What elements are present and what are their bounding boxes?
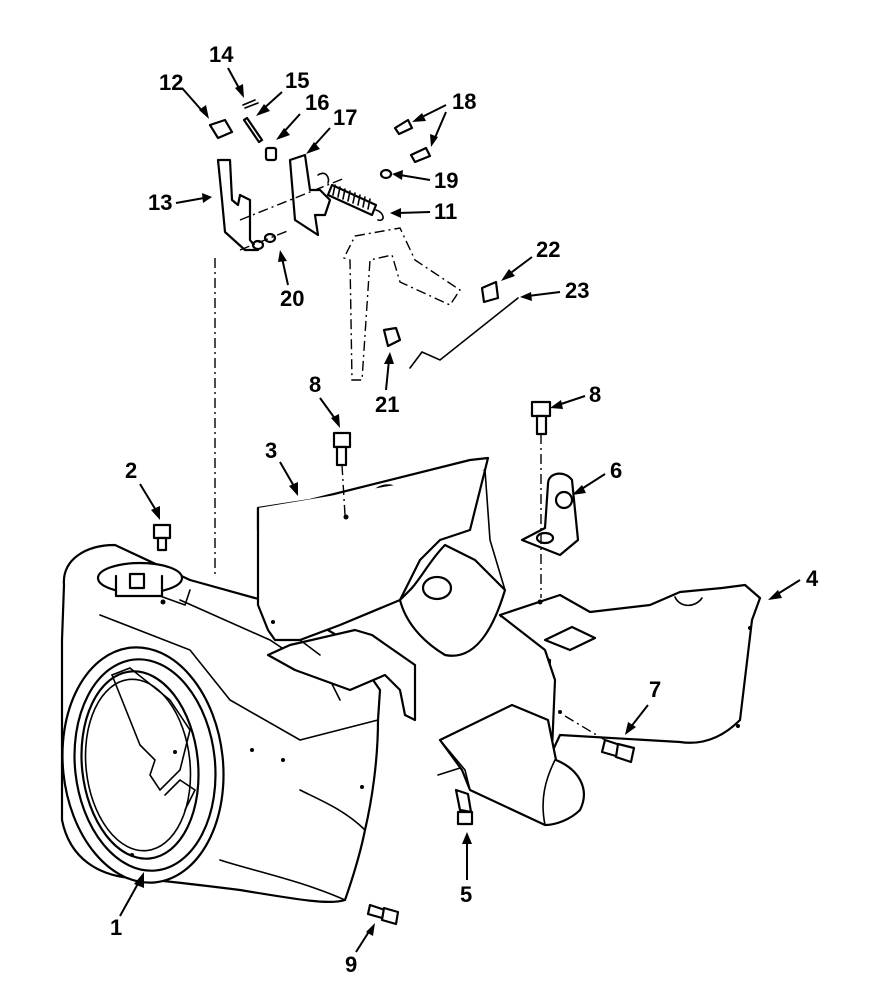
callout-label-21: 21 (375, 392, 399, 417)
callout-label-12: 12 (159, 70, 183, 95)
callout-14: 14 (209, 42, 244, 98)
callout-3: 3 (265, 438, 298, 496)
callout-8-right: 8 (550, 382, 601, 409)
linkage-assembly (208, 99, 519, 575)
callout-5: 5 (460, 832, 472, 907)
callout-label-6: 6 (610, 458, 622, 483)
callout-17: 17 (306, 105, 357, 154)
callout-18: 18 (412, 89, 476, 147)
callout-6: 6 (572, 458, 622, 495)
callout-9: 9 (345, 923, 375, 977)
callout-22: 22 (501, 237, 560, 281)
callout-15: 15 (256, 68, 309, 116)
callout-label-20: 20 (280, 286, 304, 311)
callout-label-2: 2 (125, 458, 137, 483)
callout-label-18: 18 (452, 89, 476, 114)
callout-19: 19 (392, 168, 458, 193)
callout-label-11: 11 (434, 199, 457, 224)
callout-23: 23 (520, 278, 589, 303)
callout-label-23: 23 (565, 278, 589, 303)
callout-16: 16 (276, 90, 329, 140)
callout-label-8-left: 8 (309, 372, 321, 397)
callout-11: 11 (390, 199, 457, 224)
callout-label-1: 1 (110, 915, 122, 940)
callout-7: 7 (625, 677, 661, 735)
callout-label-22: 22 (536, 237, 560, 262)
plate-part-12 (208, 118, 234, 140)
callout-label-14: 14 (209, 42, 234, 67)
callout-label-9: 9 (345, 952, 357, 977)
callout-12: 12 (159, 70, 209, 119)
callout-13: 13 (148, 190, 212, 215)
callout-label-13: 13 (148, 190, 172, 215)
callout-label-5: 5 (460, 882, 472, 907)
callout-4: 4 (768, 566, 819, 600)
callout-label-15: 15 (285, 68, 309, 93)
callout-label-8-right: 8 (589, 382, 601, 407)
callout-1: 1 (110, 872, 144, 940)
callout-2: 2 (125, 458, 160, 520)
lower-shield-part-4 (437, 583, 762, 827)
callout-20: 20 (278, 250, 304, 311)
callout-label-19: 19 (434, 168, 458, 193)
callout-21: 21 (375, 352, 399, 417)
bolts (152, 400, 636, 926)
callout-label-3: 3 (265, 438, 277, 463)
spring-part-11 (317, 172, 384, 222)
bracket-part-6 (520, 472, 580, 557)
callout-label-17: 17 (333, 105, 357, 130)
upper-shield-part-3 (256, 456, 507, 722)
callout-label-16: 16 (305, 90, 329, 115)
callout-label-7: 7 (649, 677, 661, 702)
callout-8-left: 8 (309, 372, 340, 428)
callout-label-4: 4 (806, 566, 819, 591)
